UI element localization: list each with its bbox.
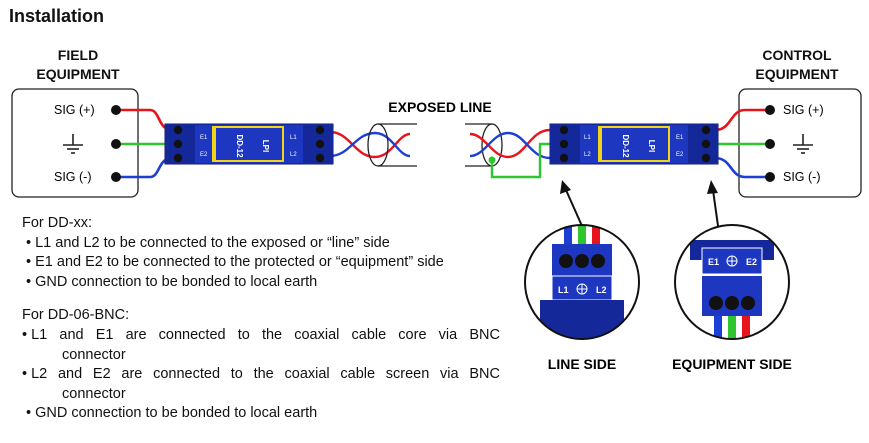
right-surge-device: DD-12 LPI L1 L2 E1 E2 bbox=[549, 123, 719, 165]
svg-text:L2: L2 bbox=[290, 152, 297, 158]
svg-text:L1: L1 bbox=[584, 135, 591, 141]
line-side-label: LINE SIDE bbox=[548, 356, 616, 372]
control-equipment-heading: CONTROL EQUIPMENT bbox=[755, 47, 839, 82]
equipment-side-magnified-view bbox=[675, 225, 789, 339]
bnc-heading: For DD-06-BNC: bbox=[22, 307, 130, 324]
dd-xx-heading: For DD-xx: bbox=[22, 215, 93, 231]
bnc-item-1-line-2: connector bbox=[62, 346, 126, 363]
field-ground-terminal bbox=[111, 139, 121, 149]
field-sig-minus-label: SIG (-) bbox=[54, 170, 92, 184]
control-sig-plus-label: SIG (+) bbox=[783, 103, 824, 117]
svg-text:L1: L1 bbox=[558, 285, 569, 295]
line-red-wire-left bbox=[329, 130, 411, 159]
control-sig-minus-terminal bbox=[765, 172, 775, 182]
line-side-arrow bbox=[565, 189, 583, 227]
line-blue-wire-left bbox=[329, 131, 411, 158]
svg-text:LPI: LPI bbox=[261, 140, 270, 152]
field-sig-minus-terminal bbox=[111, 172, 121, 182]
field-sig-plus-terminal bbox=[111, 105, 121, 115]
exposed-line-label: EXPOSED LINE bbox=[388, 99, 491, 115]
control-sig-plus-terminal bbox=[765, 105, 775, 115]
svg-text:DD-12: DD-12 bbox=[235, 134, 244, 158]
svg-text:E2: E2 bbox=[676, 152, 684, 158]
line-red-wire-right bbox=[469, 128, 551, 159]
control-ground-icon bbox=[793, 134, 813, 154]
svg-text:DD-12: DD-12 bbox=[621, 134, 630, 158]
control-sig-minus-label: SIG (-) bbox=[783, 170, 821, 184]
dd-xx-item: • L1 and L2 to be connected to the expos… bbox=[26, 234, 390, 251]
equipment-side-label: EQUIPMENT SIDE bbox=[672, 356, 792, 372]
control-ground-terminal bbox=[765, 139, 775, 149]
svg-text:L1: L1 bbox=[290, 135, 297, 141]
left-surge-device: DD-12 LPI E1 E2 L1 L2 bbox=[164, 123, 334, 165]
svg-text:E2: E2 bbox=[200, 152, 208, 158]
control-blue-wire bbox=[714, 156, 770, 179]
svg-text:E1: E1 bbox=[200, 135, 208, 141]
svg-text:E2: E2 bbox=[746, 257, 757, 267]
screen-ground-wire bbox=[490, 142, 552, 179]
dd-xx-item: • GND connection to be bonded to local e… bbox=[26, 273, 318, 290]
page-title: Installation bbox=[9, 6, 105, 26]
dd-xx-item: • E1 and E2 to be connected to the prote… bbox=[26, 254, 444, 271]
svg-text:E1: E1 bbox=[676, 135, 684, 141]
bnc-item-2-line-2: connector bbox=[62, 385, 126, 402]
field-equipment-heading: FIELD EQUIPMENT bbox=[36, 47, 120, 82]
shield-right bbox=[465, 123, 492, 167]
control-red-wire bbox=[714, 108, 770, 132]
svg-text:E1: E1 bbox=[708, 257, 719, 267]
field-ground-icon bbox=[63, 134, 83, 154]
bnc-item-3: • GND connection to be bonded to local e… bbox=[26, 405, 318, 422]
installation-notes: For DD-xx: • L1 and L2 to be connected t… bbox=[22, 214, 500, 424]
bnc-item-2-line-1: • L2 and E2 are connected to the coaxial… bbox=[22, 366, 500, 383]
equipment-side-arrow bbox=[712, 189, 719, 227]
shield-left bbox=[378, 123, 417, 167]
bnc-item-1-line-1: • L1 and E1 are connected to the coaxial… bbox=[22, 326, 500, 343]
svg-text:LPI: LPI bbox=[647, 140, 656, 152]
field-sig-plus-label: SIG (+) bbox=[54, 103, 95, 117]
line-blue-wire-right bbox=[469, 131, 551, 160]
svg-text:L2: L2 bbox=[596, 285, 607, 295]
svg-text:L2: L2 bbox=[584, 152, 591, 158]
